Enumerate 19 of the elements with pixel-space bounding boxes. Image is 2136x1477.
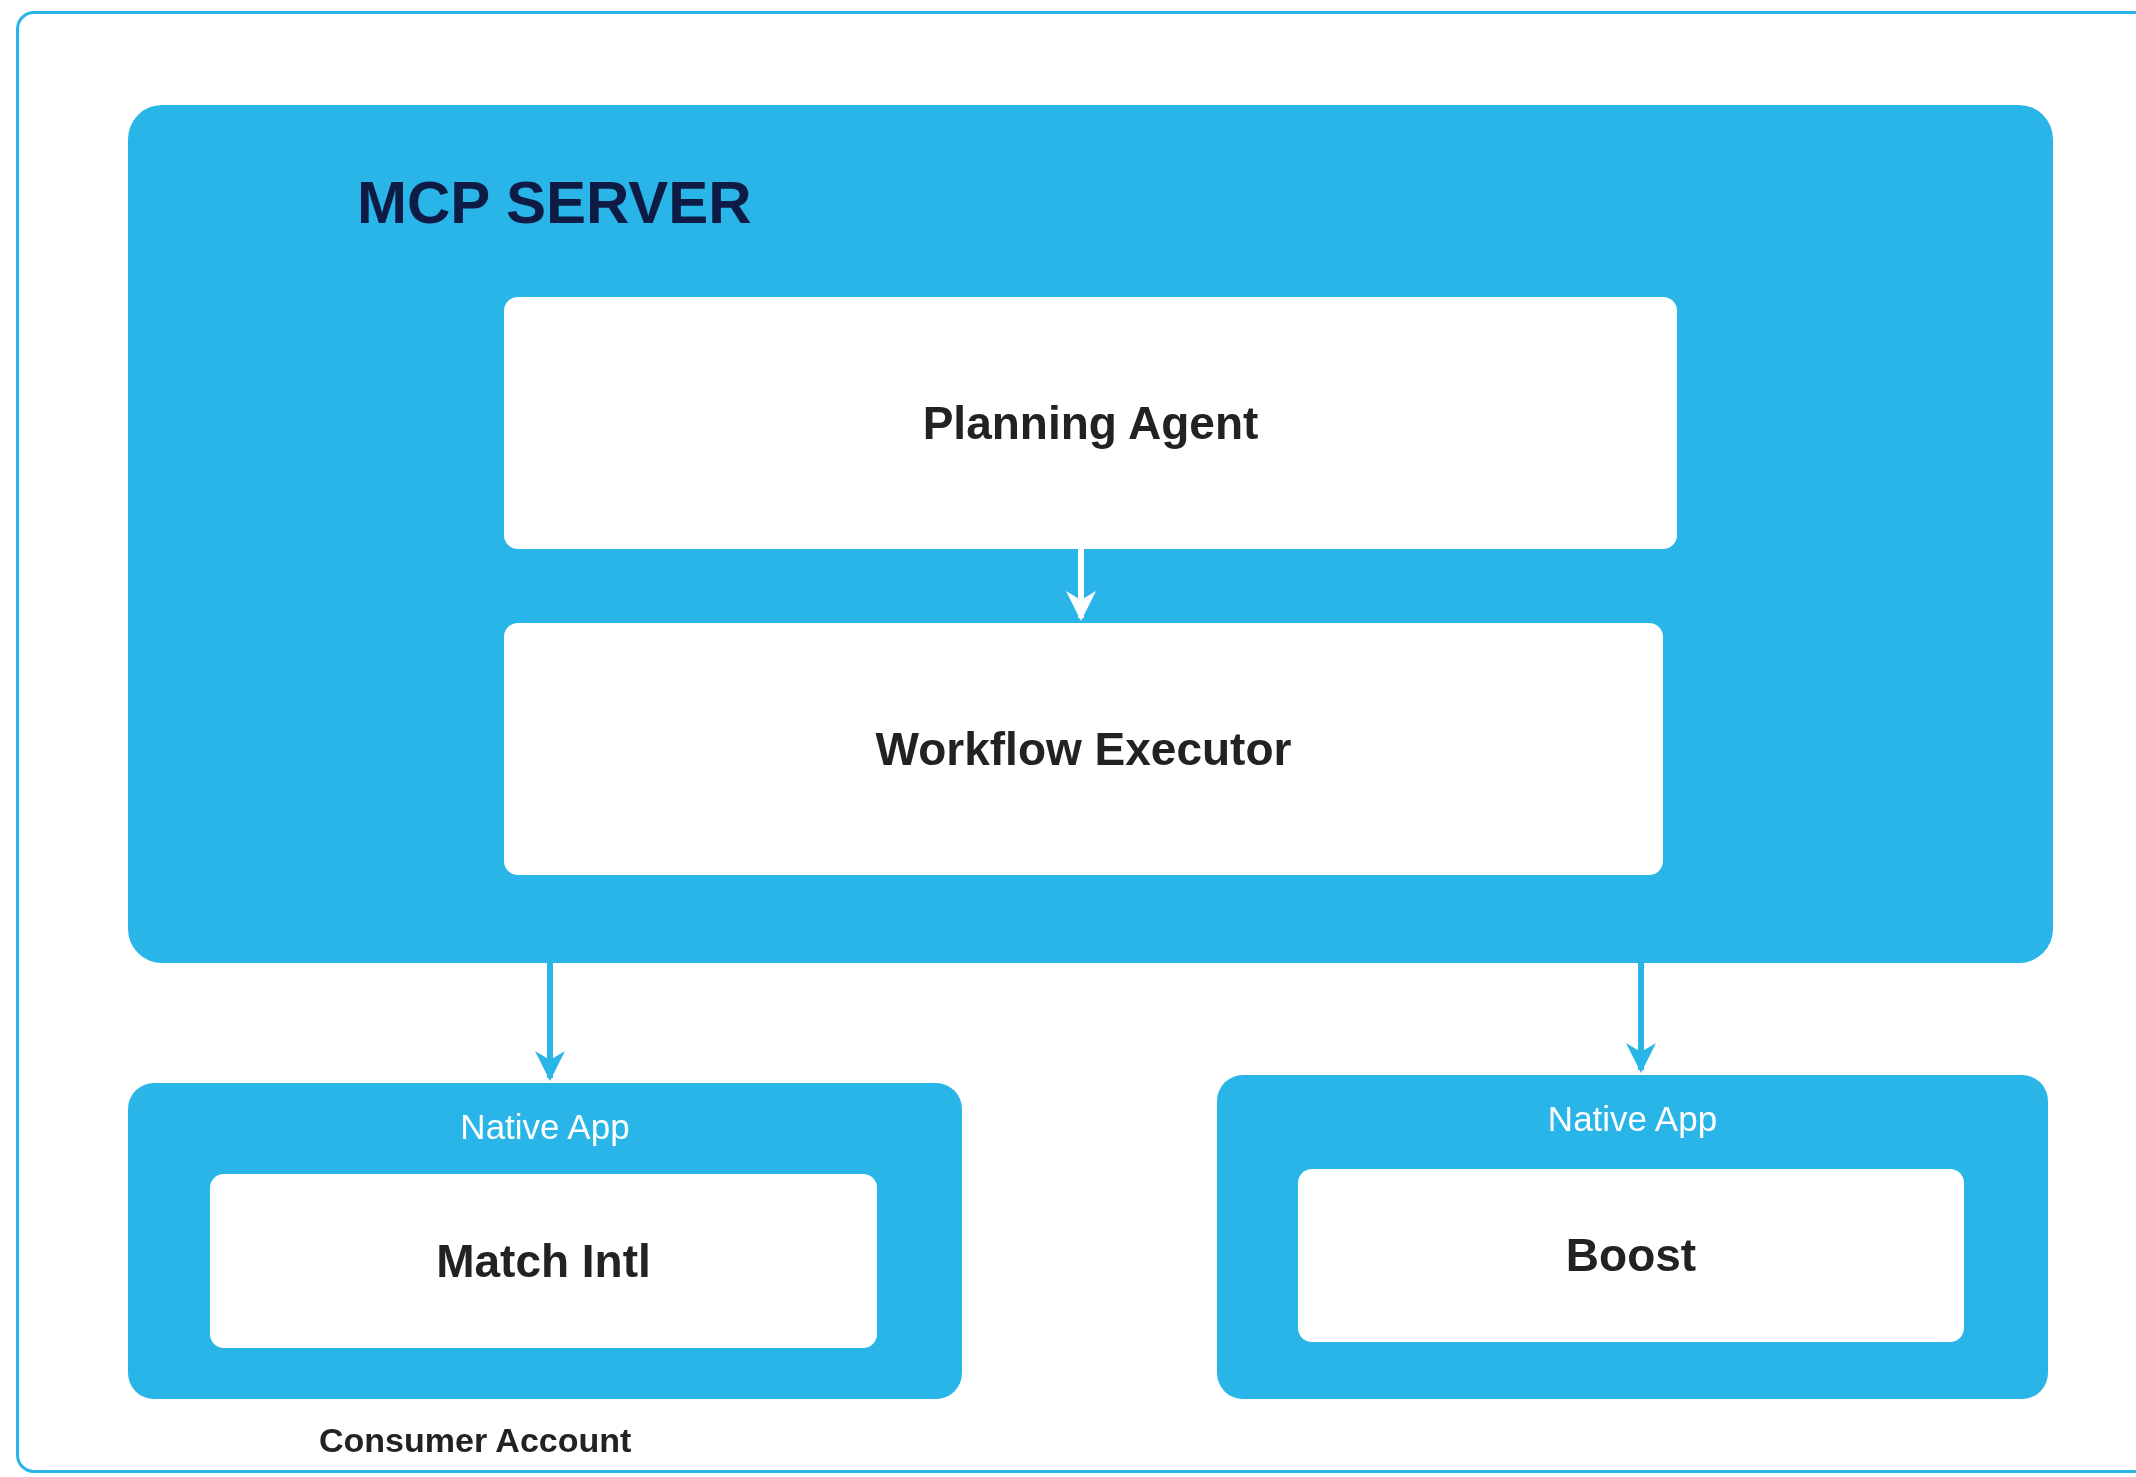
box-label: Workflow Executor — [875, 721, 1292, 777]
component-box — [1298, 1169, 1964, 1342]
box-label: Match Intl — [436, 1233, 651, 1289]
component-box — [504, 297, 1677, 549]
component-box — [210, 1174, 877, 1348]
arrow — [1066, 546, 1096, 621]
server-panel — [128, 105, 2053, 963]
app-container — [1217, 1075, 2048, 1399]
box-label: Boost — [1565, 1228, 1697, 1283]
arrow — [1626, 960, 1656, 1073]
container-label: Native App — [1547, 1098, 1718, 1140]
account-frame — [16, 11, 2136, 1473]
component-box — [504, 623, 1663, 875]
server-title: MCP SERVER — [357, 173, 752, 233]
account-label: Consumer Account — [319, 1420, 632, 1461]
container-label: Native App — [460, 1106, 630, 1148]
app-container — [128, 1083, 962, 1399]
box-label: Planning Agent — [922, 395, 1259, 451]
arrow — [535, 960, 565, 1081]
